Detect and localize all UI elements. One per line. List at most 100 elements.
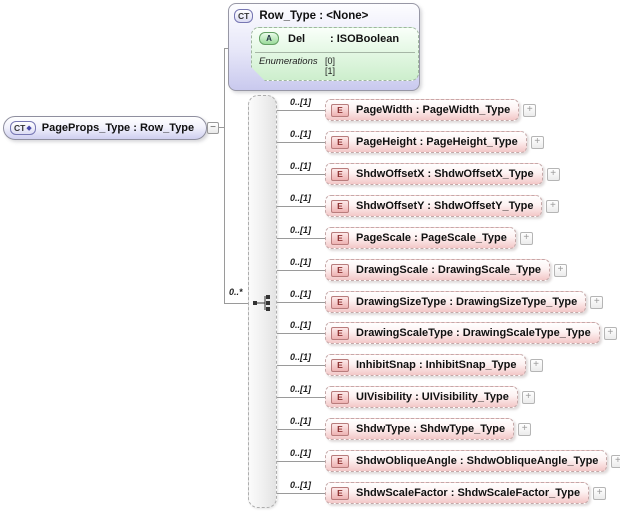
element-node[interactable]: E ShdwOffsetY : ShdwOffsetY_Type: [325, 195, 543, 217]
element-label: ShdwObliqueAngle : ShdwObliqueAngle_Type: [356, 455, 599, 467]
sequence-icon: [253, 295, 270, 311]
cardinality-label: 0..[1]: [290, 448, 312, 458]
cardinality-label: 0..[1]: [290, 161, 312, 171]
element-row: 0..[1] E InhibitSnap : InhibitSnap_Type …: [277, 352, 543, 376]
derivation-badge-icon: ◆: [26, 124, 32, 132]
cardinality-label: 0..[1]: [290, 257, 312, 267]
element-icon: E: [331, 390, 349, 404]
expand-toggle[interactable]: +: [518, 422, 532, 436]
attribute-name: Del: [288, 32, 306, 45]
element-row: 0..[1] E ShdwType : ShdwType_Type +: [277, 416, 532, 440]
cardinality-label: 0..[1]: [290, 129, 312, 139]
cardinality-label: 0..[1]: [290, 193, 312, 203]
element-node[interactable]: E DrawingScale : DrawingScale_Type: [325, 259, 551, 281]
element-icon: E: [331, 263, 349, 277]
element-label: DrawingSizeType : DrawingSizeType_Type: [356, 296, 578, 308]
collapse-toggle[interactable]: −: [207, 122, 219, 134]
element-node[interactable]: E ShdwObliqueAngle : ShdwObliqueAngle_Ty…: [325, 450, 608, 472]
expand-toggle[interactable]: +: [611, 454, 620, 468]
element-icon: E: [331, 103, 349, 117]
element-node[interactable]: E PageWidth : PageWidth_Type: [325, 99, 520, 121]
element-node[interactable]: E ShdwType : ShdwType_Type: [325, 418, 515, 440]
element-label: InhibitSnap : InhibitSnap_Type: [356, 359, 517, 371]
sequence-compositor-bar[interactable]: [248, 95, 277, 508]
cardinality-label: 0..[1]: [290, 320, 312, 330]
element-label: ShdwScaleFactor : ShdwScaleFactor_Type: [356, 487, 581, 499]
element-label: ShdwType : ShdwType_Type: [356, 423, 506, 435]
connector-line: [277, 302, 325, 303]
attribute-type: : ISOBoolean: [330, 32, 400, 45]
element-node[interactable]: E DrawingScaleType : DrawingScaleType_Ty…: [325, 322, 600, 344]
element-row: 0..[1] E ShdwOffsetX : ShdwOffsetX_Type …: [277, 161, 560, 185]
base-type-title: Row_Type : <None>: [259, 10, 369, 22]
enumeration-value: [1]: [325, 66, 336, 76]
connector-line: [277, 461, 325, 462]
enumerations-label: Enumerations: [259, 56, 318, 67]
connector-line: [277, 110, 325, 111]
connector-line: [277, 429, 325, 430]
element-row: 0..[1] E ShdwScaleFactor : ShdwScaleFact…: [277, 480, 607, 504]
element-icon: E: [331, 454, 349, 468]
expand-toggle[interactable]: +: [546, 167, 560, 181]
cardinality-label: 0..[1]: [290, 384, 312, 394]
element-node[interactable]: E PageScale : PageScale_Type: [325, 227, 516, 249]
connector-line: [224, 48, 225, 304]
attribute-del-node[interactable]: A Del : ISOBoolean Enumerations [0] [1]: [251, 27, 419, 81]
expand-toggle[interactable]: +: [546, 199, 560, 213]
cardinality-label: 0..[1]: [290, 416, 312, 426]
complextype-rowtype-node[interactable]: CT Row_Type : <None> A Del : ISOBoolean …: [228, 3, 420, 91]
element-node[interactable]: E InhibitSnap : InhibitSnap_Type: [325, 354, 526, 376]
divider: [255, 52, 415, 53]
connector-line: [277, 493, 325, 494]
connector-line: [277, 174, 325, 175]
expand-toggle[interactable]: +: [603, 326, 617, 340]
root-type-label: PageProps_Type : Row_Type: [41, 122, 195, 134]
element-node[interactable]: E ShdwOffsetX : ShdwOffsetX_Type: [325, 163, 543, 185]
element-label: UIVisibility : UIVisibility_Type: [356, 391, 509, 403]
expand-toggle[interactable]: +: [554, 263, 568, 277]
element-icon: E: [331, 199, 349, 213]
attribute-icon: A: [259, 32, 279, 45]
expand-toggle[interactable]: +: [521, 390, 535, 404]
element-icon: E: [331, 167, 349, 181]
element-row: 0..[1] E ShdwOffsetY : ShdwOffsetY_Type …: [277, 193, 560, 217]
element-icon: E: [331, 326, 349, 340]
element-icon: E: [331, 295, 349, 309]
element-label: ShdwOffsetY : ShdwOffsetY_Type: [356, 200, 534, 212]
element-node[interactable]: E PageHeight : PageHeight_Type: [325, 131, 527, 153]
sequence-cardinality-label: 0..*: [229, 287, 243, 297]
expand-toggle[interactable]: +: [519, 231, 533, 245]
connector-line: [219, 127, 225, 128]
element-row: 0..[1] E PageWidth : PageWidth_Type +: [277, 97, 537, 121]
element-row: 0..[1] E DrawingScaleType : DrawingScale…: [277, 320, 617, 344]
connector-line: [225, 303, 254, 304]
connector-line: [277, 238, 325, 239]
complextype-pageprops-node[interactable]: CT◆ PageProps_Type : Row_Type: [3, 116, 207, 140]
cardinality-label: 0..[1]: [290, 352, 312, 362]
element-node[interactable]: E UIVisibility : UIVisibility_Type: [325, 386, 518, 408]
connector-line: [277, 397, 325, 398]
cardinality-label: 0..[1]: [290, 225, 312, 235]
element-row: 0..[1] E DrawingSizeType : DrawingSizeTy…: [277, 289, 604, 313]
complextype-icon: CT: [234, 9, 254, 23]
connector-line: [277, 365, 325, 366]
cardinality-label: 0..[1]: [290, 289, 312, 299]
connector-line: [225, 48, 230, 49]
connector-line: [277, 206, 325, 207]
expand-toggle[interactable]: +: [530, 135, 544, 149]
element-row: 0..[1] E UIVisibility : UIVisibility_Typ…: [277, 384, 535, 408]
element-label: DrawingScaleType : DrawingScaleType_Type: [356, 327, 591, 339]
element-row: 0..[1] E ShdwObliqueAngle : ShdwObliqueA…: [277, 448, 620, 472]
cardinality-label: 0..[1]: [290, 97, 312, 107]
element-node[interactable]: E ShdwScaleFactor : ShdwScaleFactor_Type: [325, 482, 590, 504]
element-node[interactable]: E DrawingSizeType : DrawingSizeType_Type: [325, 291, 587, 313]
element-label: PageScale : PageScale_Type: [356, 232, 507, 244]
element-label: PageHeight : PageHeight_Type: [356, 136, 518, 148]
expand-toggle[interactable]: +: [590, 295, 604, 309]
expand-toggle[interactable]: +: [529, 358, 543, 372]
element-icon: E: [331, 486, 349, 500]
expand-toggle[interactable]: +: [593, 486, 607, 500]
expand-toggle[interactable]: +: [523, 103, 537, 117]
element-icon: E: [331, 358, 349, 372]
